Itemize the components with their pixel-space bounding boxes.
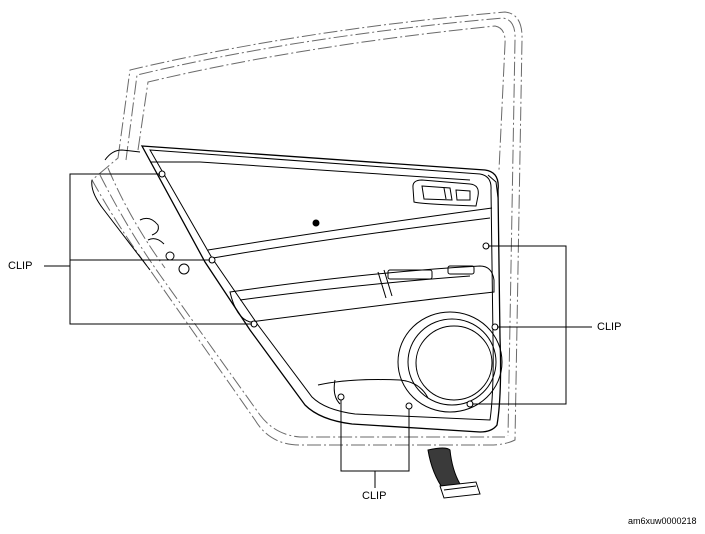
- clip-label-left: CLIP: [8, 260, 33, 272]
- door-trim-panel: [140, 145, 502, 433]
- leader-lines: [44, 173, 592, 488]
- clip-bottom-left: [337, 393, 345, 401]
- fastener-remover-tool: [427, 447, 481, 499]
- figure-code: am6xuw0000218: [628, 516, 697, 526]
- clip-label-right: CLIP: [597, 321, 622, 333]
- clip-label-bottom: CLIP: [362, 490, 387, 502]
- clip-bottom-right: [405, 402, 413, 410]
